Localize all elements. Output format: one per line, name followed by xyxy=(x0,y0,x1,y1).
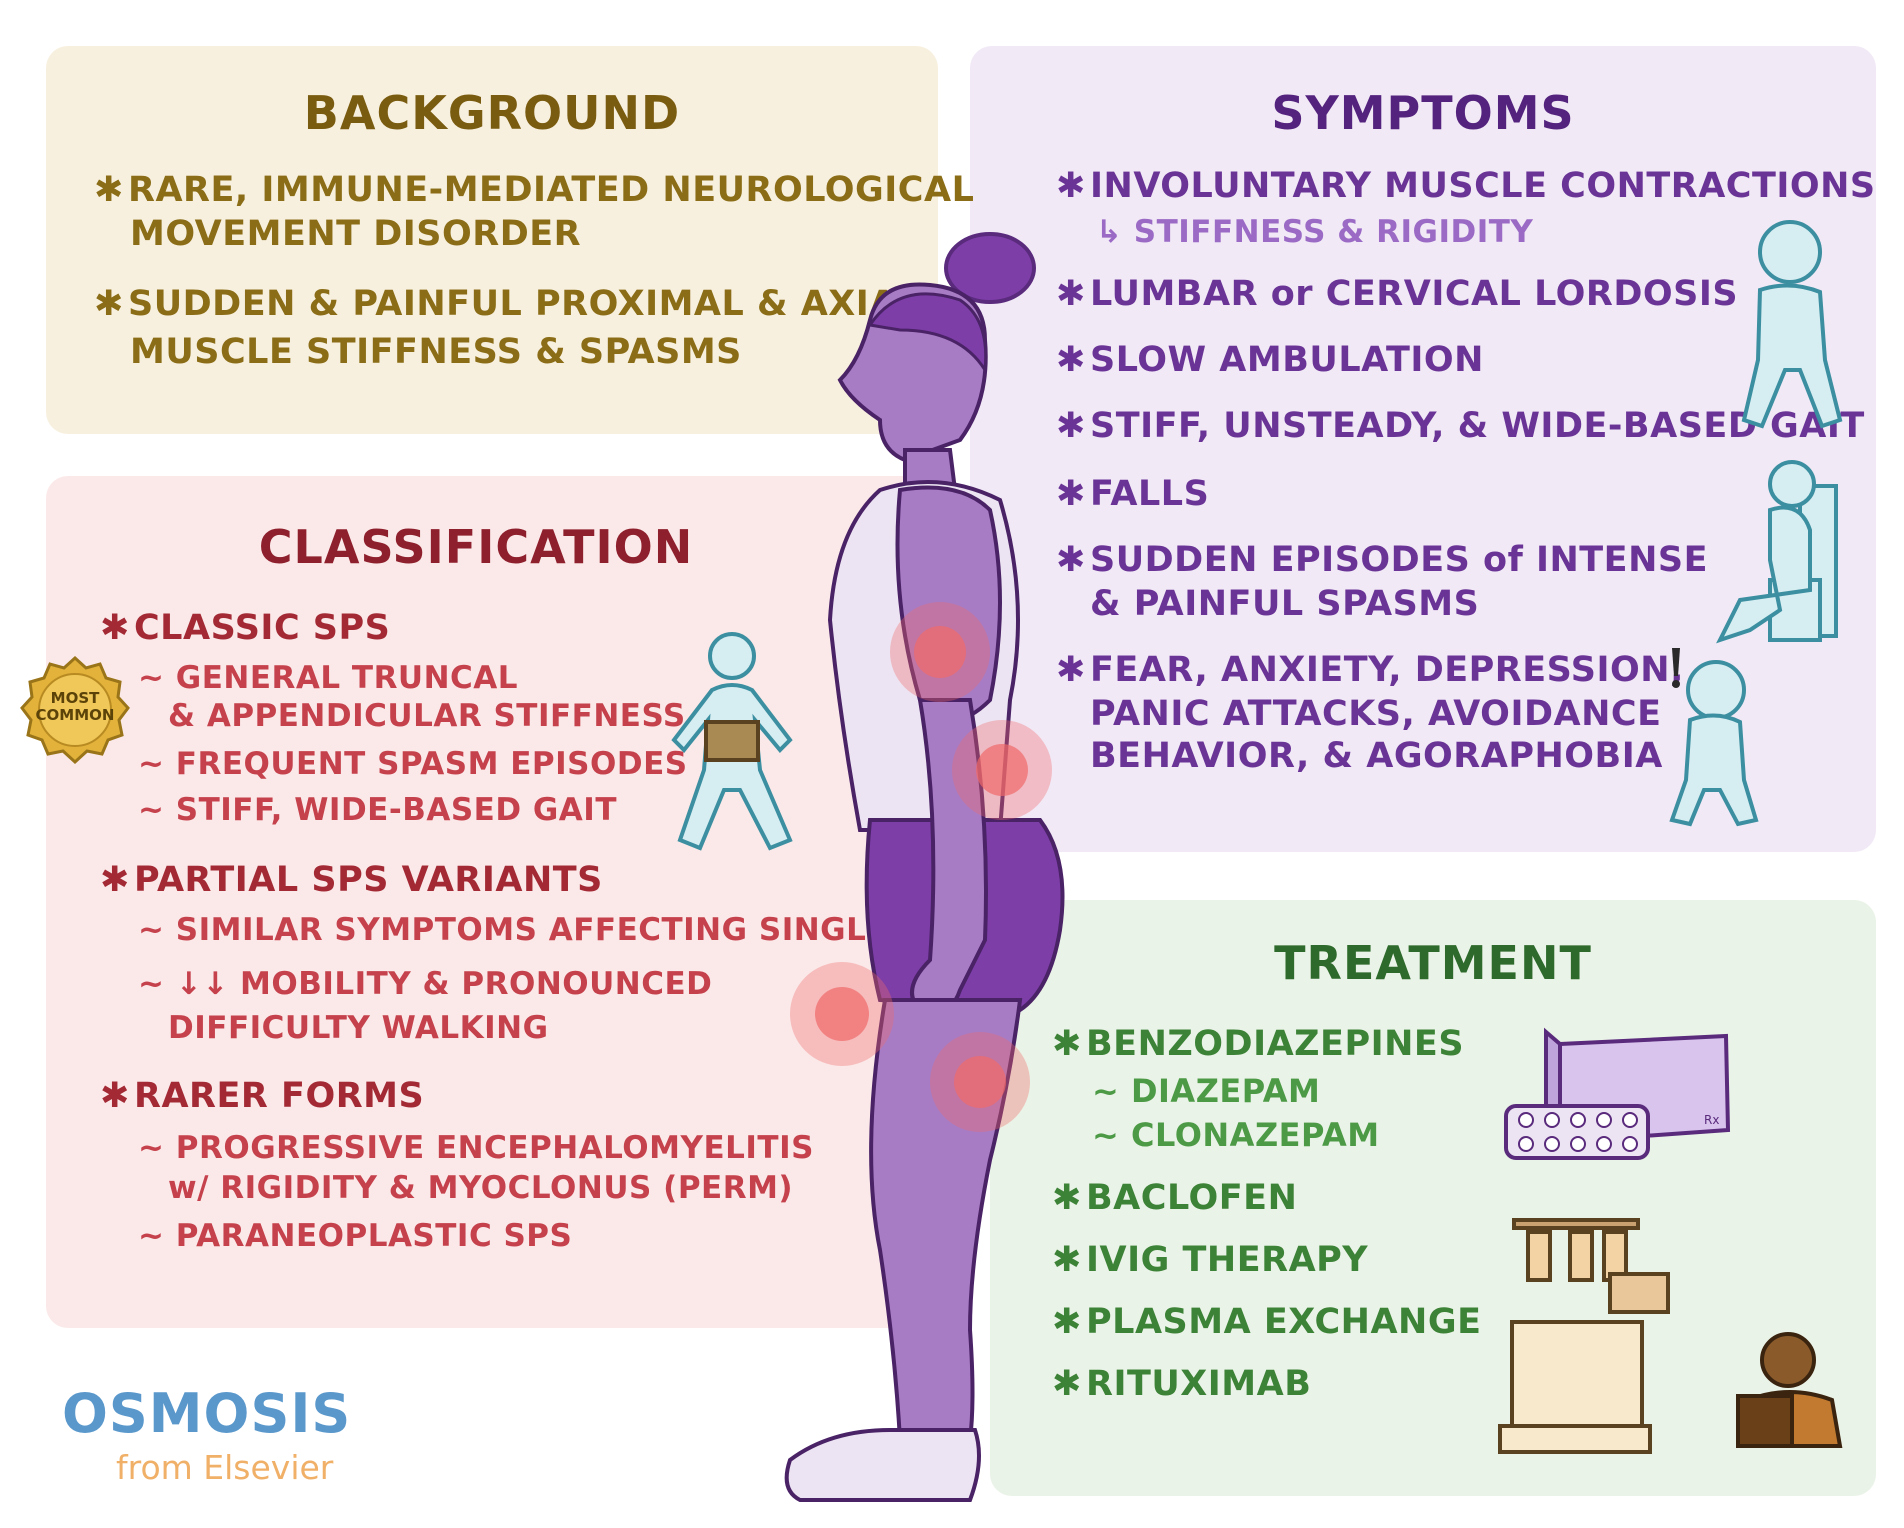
background-item: ✱SUDDEN & PAINFUL PROXIMAL & AXIAL xyxy=(94,284,920,324)
sitting-person-chair-icon xyxy=(1716,460,1838,644)
rarer-item: ~ PROGRESSIVE ENCEPHALOMYELITIS xyxy=(138,1130,814,1166)
treatment-item: ✱BENZODIAZEPINES xyxy=(1052,1024,1465,1064)
symptom-item: ✱STIFF, UNSTEADY, & WIDE-BASED GAIT xyxy=(1056,406,1865,446)
bullet-icon: ✱ xyxy=(1056,540,1086,580)
rx-label: Rx xyxy=(1704,1113,1719,1127)
partial-item: ~ ↓↓ MOBILITY & PRONOUNCED xyxy=(138,966,713,1002)
bullet-icon: ✱ xyxy=(1052,1178,1082,1218)
bullet-icon: ✱ xyxy=(1056,166,1086,206)
blister-pack-icon xyxy=(1518,1112,1638,1152)
pain-spot-icon xyxy=(790,602,1052,1132)
rarer-forms-label: ✱RARER FORMS xyxy=(100,1076,425,1116)
classic-item-cont: & APPENDICULAR STIFFNESS xyxy=(168,698,686,734)
background-item-cont: MOVEMENT DISORDER xyxy=(130,214,582,254)
bullet-icon: ✱ xyxy=(1056,406,1086,446)
classic-item: ~ GENERAL TRUNCAL xyxy=(138,660,519,696)
symptom-item-cont: & PAINFUL SPASMS xyxy=(1090,584,1480,624)
classic-sps-label: ✱CLASSIC SPS xyxy=(100,608,391,648)
symptom-item-cont: PANIC ATTACKS, AVOIDANCE xyxy=(1090,694,1662,734)
symptom-item: ✱SUDDEN EPISODES of INTENSE xyxy=(1056,540,1708,580)
treatment-subitem: ~ CLONAZEPAM xyxy=(1092,1116,1380,1154)
technician-with-laptop-icon xyxy=(1736,1332,1843,1448)
rarer-item: ~ PARANEOPLASTIC SPS xyxy=(138,1218,573,1254)
bullet-icon: ✱ xyxy=(94,170,124,210)
symptom-subitem: ↳ STIFFNESS & RIGIDITY xyxy=(1096,214,1534,250)
partial-item: ~ SIMILAR SYMPTOMS AFFECTING SINGLE LIMB xyxy=(138,912,988,948)
bullet-icon: ✱ xyxy=(1056,650,1086,690)
background-item: ✱RARE, IMMUNE-MEDIATED NEUROLOGICAL xyxy=(94,170,975,210)
bullet-icon: ✱ xyxy=(1056,474,1086,514)
stiff-body-icon xyxy=(671,632,793,851)
bullet-icon: ✱ xyxy=(100,608,130,648)
logo-subtitle: from Elsevier xyxy=(116,1448,334,1487)
bullet-icon: ✱ xyxy=(1052,1302,1082,1342)
osmosis-logo: OSMOSIS xyxy=(62,1382,352,1445)
treatment-item: ✱RITUXIMAB xyxy=(1052,1364,1312,1404)
treatment-item: ✱IVIG THERAPY xyxy=(1052,1240,1369,1280)
treatment-item: ✱PLASMA EXCHANGE xyxy=(1052,1302,1482,1342)
classic-item: ~ STIFF, WIDE-BASED GAIT xyxy=(138,792,617,828)
bullet-icon: ✱ xyxy=(100,860,130,900)
most-common-badge-icon xyxy=(20,656,130,765)
classic-item: ~ FREQUENT SPASM EPISODES xyxy=(138,746,688,782)
bullet-icon: ✱ xyxy=(1052,1240,1082,1280)
background-panel xyxy=(46,46,938,434)
background-item-cont: MUSCLE STIFFNESS & SPASMS xyxy=(130,332,742,372)
symptom-item: ✱LUMBAR or CERVICAL LORDOSIS xyxy=(1056,274,1739,314)
bullet-icon: ✱ xyxy=(1052,1024,1082,1064)
woman-figure xyxy=(784,232,1065,1502)
stiff-person-icon xyxy=(1741,220,1843,429)
classification-title: CLASSIFICATION xyxy=(258,520,694,574)
classification-panel xyxy=(46,476,938,1328)
partial-sps-label: ✱PARTIAL SPS VARIANTS xyxy=(100,860,603,900)
rarer-item-cont: w/ RIGIDITY & MYOCLONUS (PERM) xyxy=(168,1170,794,1206)
plasma-machine-icon xyxy=(1498,1218,1670,1454)
bullet-icon: ✱ xyxy=(1056,340,1086,380)
bullet-icon: ✱ xyxy=(1052,1364,1082,1404)
exclamation-icon xyxy=(1672,648,1680,688)
symptom-item-cont: BEHAVIOR, & AGORAPHOBIA xyxy=(1090,736,1663,776)
treatment-item: ✱BACLOFEN xyxy=(1052,1178,1298,1218)
symptom-item: ✱FALLS xyxy=(1056,474,1210,514)
symptoms-title: SYMPTOMS xyxy=(1271,86,1575,140)
anxious-person-icon xyxy=(1669,660,1759,827)
medication-box-icon xyxy=(1504,1027,1731,1160)
background-title: BACKGROUND xyxy=(303,86,681,140)
treatment-panel xyxy=(990,900,1876,1496)
bullet-icon: ✱ xyxy=(94,284,124,324)
symptom-item: ✱SLOW AMBULATION xyxy=(1056,340,1484,380)
bullet-icon: ✱ xyxy=(1056,274,1086,314)
treatment-subitem: ~ DIAZEPAM xyxy=(1092,1072,1321,1110)
symptom-item: ✱FEAR, ANXIETY, DEPRESSION, xyxy=(1056,650,1684,690)
bullet-icon: ✱ xyxy=(100,1076,130,1116)
symptom-item: ✱INVOLUNTARY MUSCLE CONTRACTIONS xyxy=(1056,166,1876,206)
treatment-title: TREATMENT xyxy=(1274,936,1592,990)
partial-item-cont: DIFFICULTY WALKING xyxy=(168,1010,549,1046)
